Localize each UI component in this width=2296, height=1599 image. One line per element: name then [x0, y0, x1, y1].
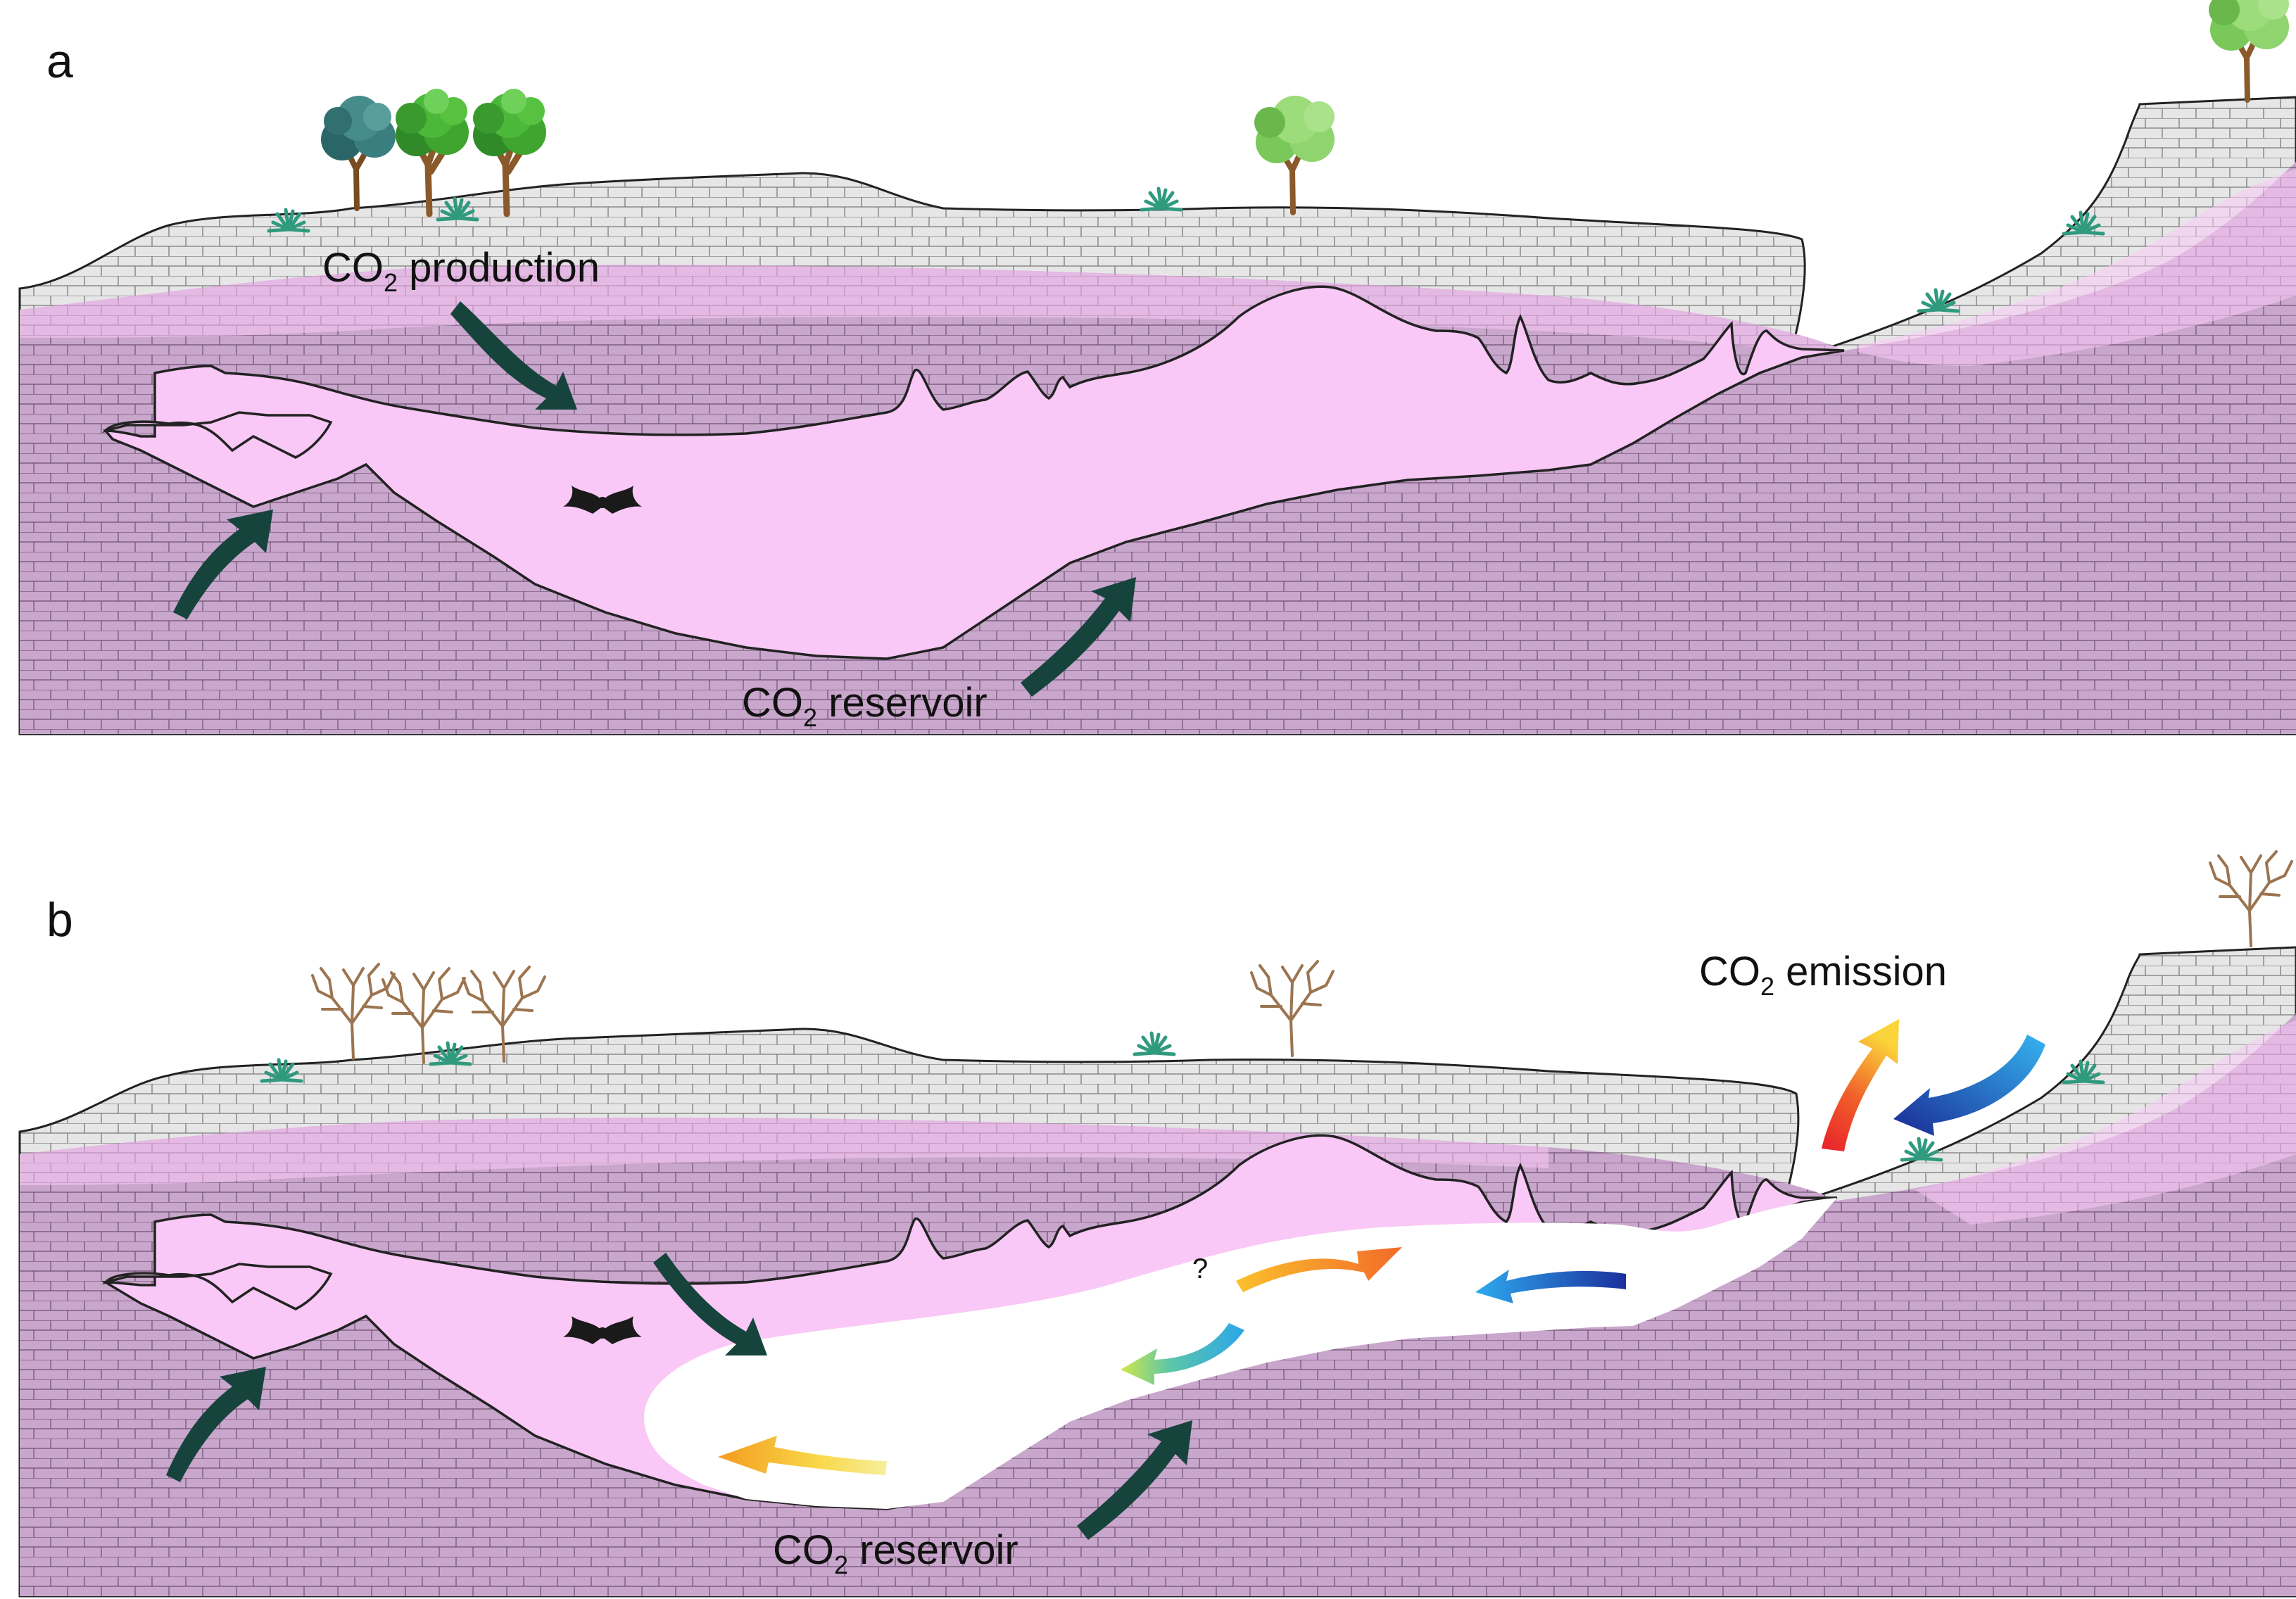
fern-icon — [1142, 189, 1181, 210]
dead-tree-icon — [2209, 850, 2293, 947]
arrow-right-a — [1021, 577, 1136, 697]
co2-tint-right-a — [1858, 169, 2296, 366]
label-co2-reservoir-b: CO2 reservoir — [773, 1527, 1018, 1579]
arrow-production-a — [450, 301, 577, 410]
arrow-left-b — [166, 1367, 266, 1482]
co2-tint-a — [20, 265, 1844, 352]
arrow-right-b — [1077, 1420, 1192, 1540]
tree-icon — [396, 89, 469, 214]
label-co2-reservoir-a: CO2 reservoir — [742, 680, 988, 732]
co2-tint-right-b — [1915, 1020, 2296, 1225]
panel-b: b CO2 emission CO2 r — [18, 850, 2296, 1598]
dead-tree-icon — [311, 963, 396, 1060]
panel-a: a CO2 production CO2 reservoir — [18, 0, 2296, 735]
panel-letter-a: a — [46, 34, 73, 88]
question-mark: ? — [1192, 1253, 1208, 1284]
flow-arrow-blue-lower — [1121, 1323, 1244, 1385]
flow-arrow-inflow-right — [1893, 1035, 2045, 1136]
cave-arm-a — [102, 411, 333, 459]
co2-tint-b — [20, 1118, 1548, 1185]
tree-icon — [1254, 96, 1335, 213]
cave-a — [103, 285, 1845, 660]
flow-arrow-blue-upper — [1475, 1270, 1626, 1303]
tree-icon — [321, 96, 396, 208]
dead-tree-icon — [1250, 960, 1335, 1057]
flow-arrow-yellow — [718, 1436, 887, 1475]
tree-icon — [2209, 0, 2289, 100]
cave-arm-b — [102, 1263, 333, 1310]
label-co2-production: CO2 production — [322, 245, 600, 297]
panel-letter-b: b — [46, 893, 73, 947]
flow-arrow-orange — [1236, 1247, 1402, 1292]
arrow-left-a — [173, 510, 273, 619]
label-co2-emission: CO2 emission — [1699, 949, 1947, 1001]
fern-icon — [1135, 1033, 1174, 1054]
flow-arrow-emission — [1822, 1019, 1899, 1151]
arrow-inner-b — [653, 1253, 767, 1355]
